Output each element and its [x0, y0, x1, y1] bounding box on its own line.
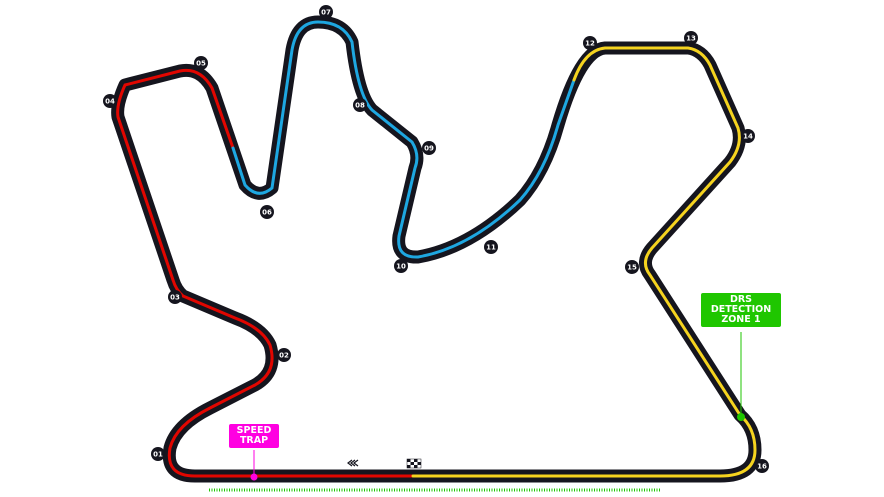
turn-marker-dot	[319, 5, 333, 19]
speed-trap-dot	[250, 473, 258, 481]
turn-marker-dot	[277, 348, 291, 362]
turn-marker-dot	[684, 31, 698, 45]
turn-marker-dot	[394, 259, 408, 273]
turn-number: 01	[153, 451, 163, 459]
sector-3	[411, 46, 757, 478]
turn-number: 02	[279, 352, 289, 360]
turn-marker-dot	[103, 94, 117, 108]
turn-marker-dot	[168, 290, 182, 304]
turn-marker-16: 16	[755, 459, 769, 473]
speed-trap-label: SPEED TRAP	[229, 424, 279, 448]
turn-marker-dot	[741, 129, 755, 143]
turn-marker-dot	[484, 240, 498, 254]
turn-number: 13	[686, 35, 696, 43]
turn-marker-dot	[422, 141, 436, 155]
sector-2	[231, 20, 576, 259]
turn-number: 15	[627, 264, 637, 272]
turn-marker-dot	[755, 459, 769, 473]
turn-marker-10: 10	[394, 259, 408, 273]
turn-marker-03: 03	[168, 290, 182, 304]
chequered-flag-icon	[406, 458, 422, 469]
turn-number: 10	[396, 263, 406, 271]
direction-arrows-icon	[347, 459, 359, 467]
turn-number: 16	[757, 463, 767, 471]
turn-number: 07	[321, 9, 331, 17]
speed-trap-line2: TRAP	[239, 435, 269, 446]
turn-number: 04	[105, 98, 115, 106]
turn-marker-dot	[260, 205, 274, 219]
speed-trap-line1: SPEED	[236, 425, 272, 436]
turn-marker-08: 08	[353, 98, 367, 112]
turn-marker-14: 14	[741, 129, 755, 143]
turn-number: 14	[743, 133, 753, 141]
turn-number: 09	[424, 145, 434, 153]
turn-marker-13: 13	[684, 31, 698, 45]
turn-number: 08	[355, 102, 365, 110]
turn-marker-05: 05	[194, 56, 208, 70]
turn-marker-04: 04	[103, 94, 117, 108]
turn-marker-01: 01	[151, 447, 165, 461]
drs-line2: DETECTION	[710, 304, 772, 315]
turn-number: 05	[196, 60, 206, 68]
turn-markers: 01 02 03 04 05 06 07 08 09 10 11 12 13 14 15 16	[103, 5, 769, 473]
sector-1	[116, 68, 415, 478]
turn-marker-06: 06	[260, 205, 274, 219]
drs-line3: ZONE 1	[721, 314, 761, 325]
turn-marker-07: 07	[319, 5, 333, 19]
drs-detection-label: DRS DETECTION ZONE 1	[701, 293, 781, 327]
turn-marker-dot	[151, 447, 165, 461]
drs-line1: DRS	[729, 294, 753, 305]
turn-marker-11: 11	[484, 240, 498, 254]
turn-marker-dot	[583, 36, 597, 50]
turn-marker-dot	[625, 260, 639, 274]
turn-marker-02: 02	[277, 348, 291, 362]
drs-detection-dot	[737, 413, 745, 421]
turn-number: 12	[585, 40, 595, 48]
turn-marker-dot	[353, 98, 367, 112]
turn-number: 06	[262, 209, 272, 217]
turn-marker-15: 15	[625, 260, 639, 274]
turn-number: 11	[486, 244, 496, 252]
turn-marker-dot	[194, 56, 208, 70]
turn-marker-12: 12	[583, 36, 597, 50]
turn-number: 03	[170, 294, 180, 302]
turn-marker-09: 09	[422, 141, 436, 155]
